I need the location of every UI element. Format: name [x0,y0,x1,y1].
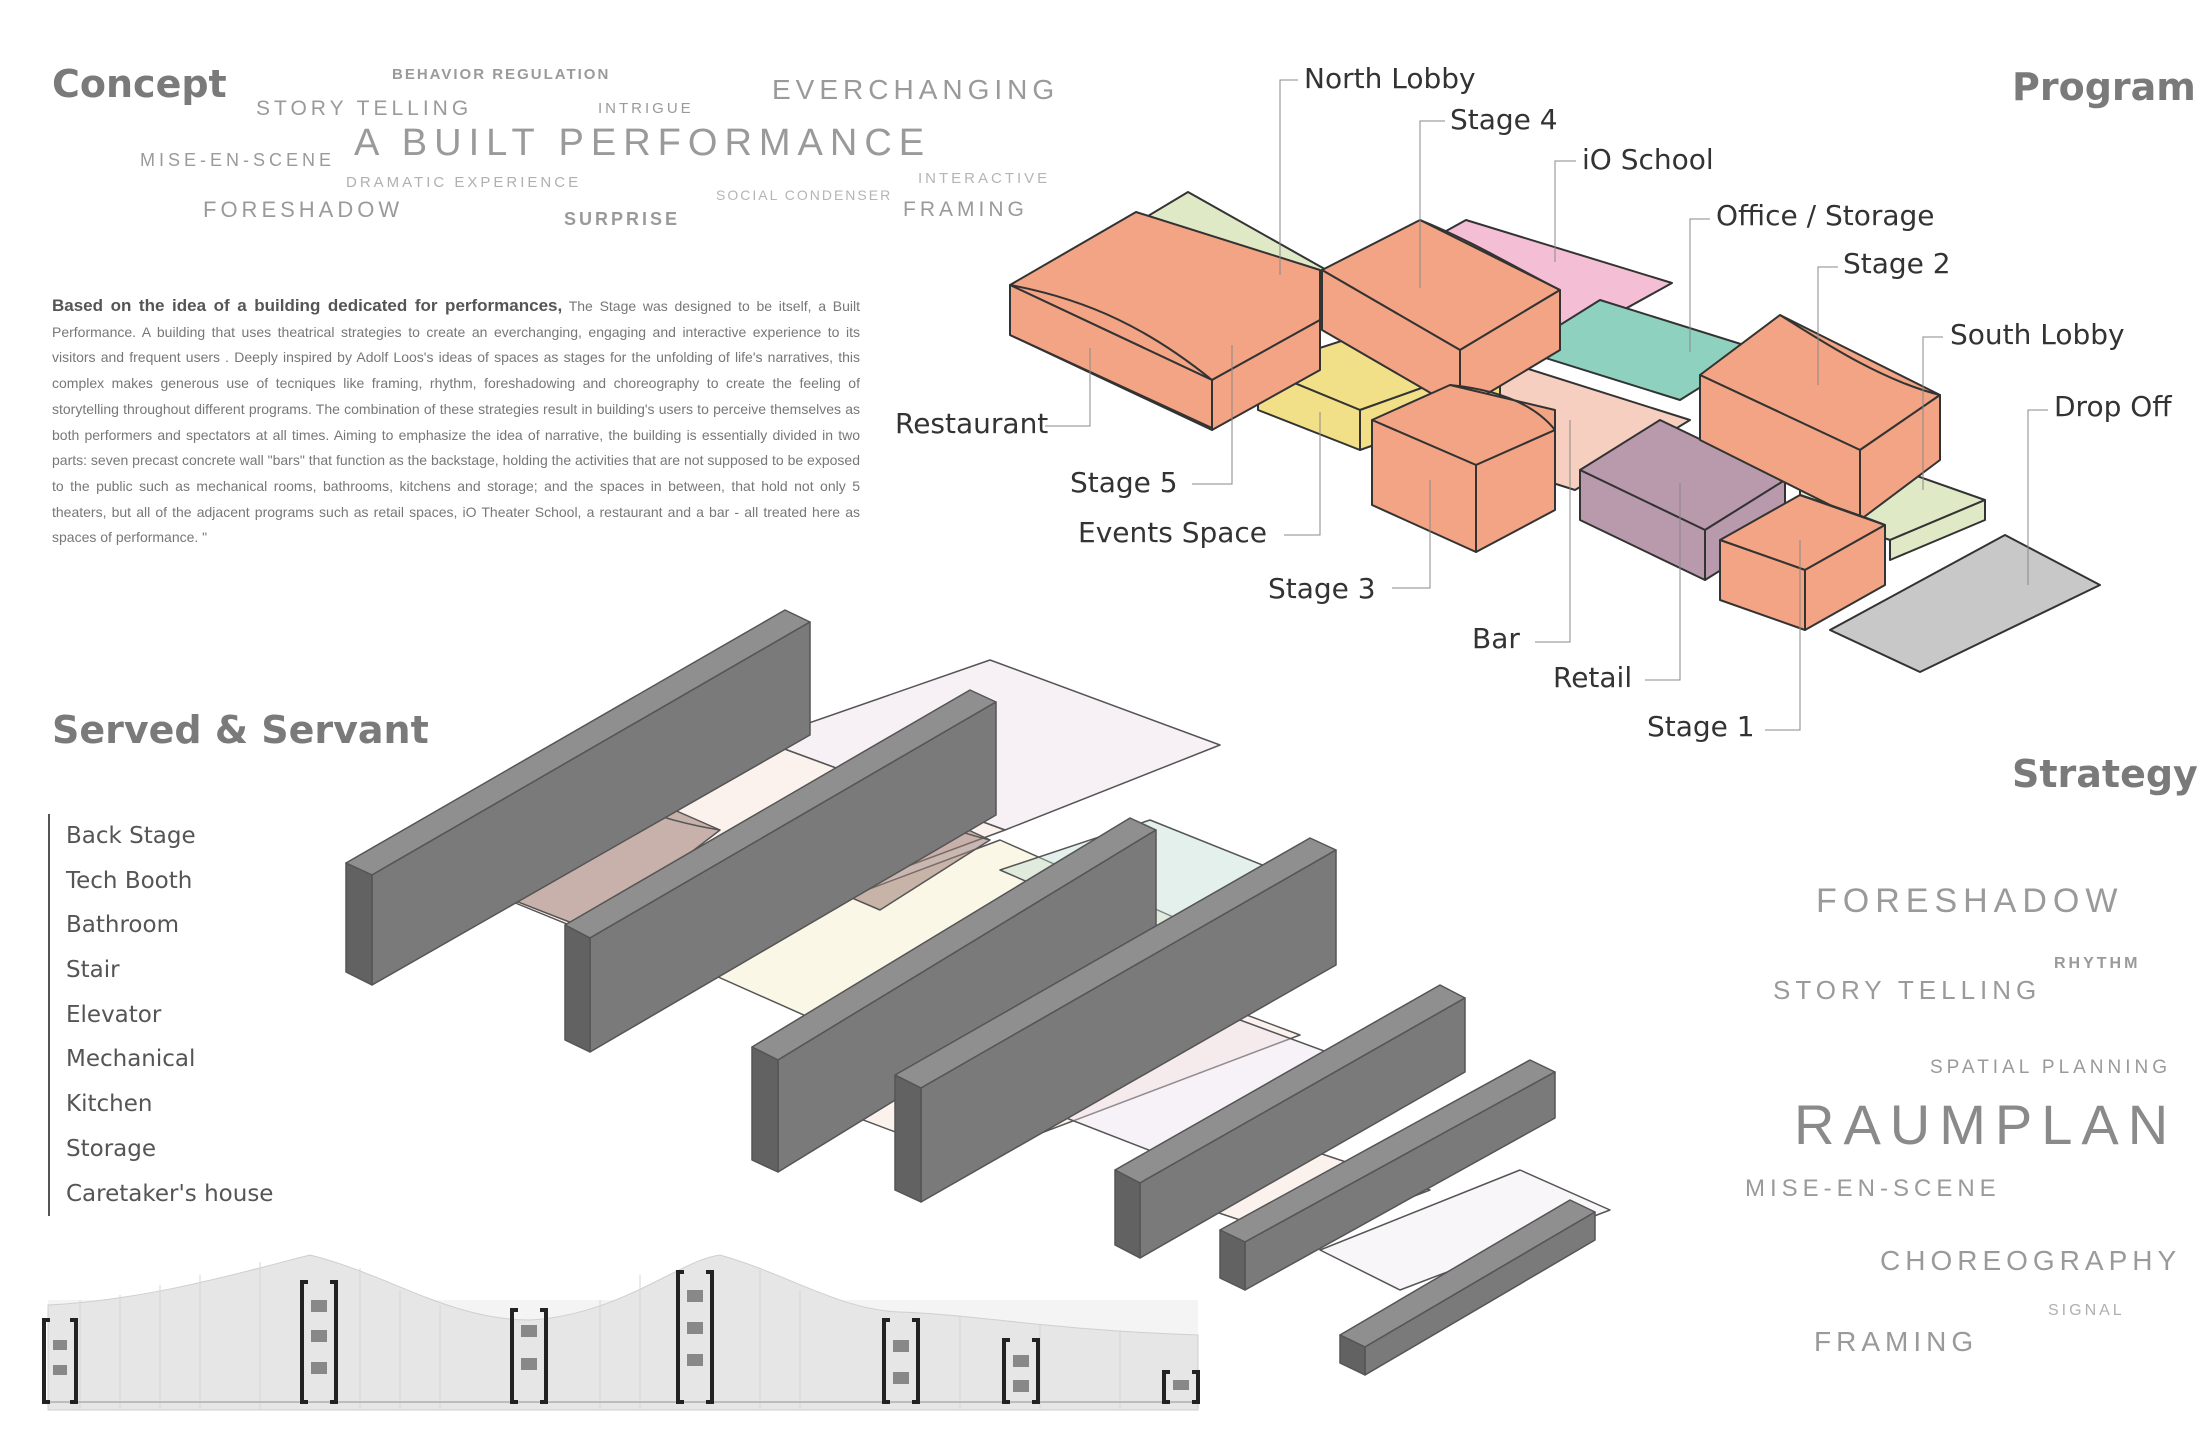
leader-retail [1645,483,1681,681]
word-mise-en-scene: MISE-EN-SCENE [140,150,336,170]
leader-io-school [1554,160,1576,262]
served-item-storage: Storage [66,1135,156,1162]
label-io-school: iO School [1582,143,1714,176]
concrete-bar-4 [894,837,1337,1203]
label-stage-4: Stage 4 [1450,103,1558,136]
label-restaurant: Restaurant [895,407,1049,440]
leader-bar [1535,420,1571,643]
program-heading: Program [2012,65,2196,109]
label-stage-2: Stage 2 [1843,247,1951,280]
concept-description: Based on the idea of a building dedicate… [52,293,860,551]
word-behavior-regulation: BEHAVIOR REGULATION [392,66,611,83]
word-framing: FRAMING [903,198,1028,221]
leader-drop-off [2027,409,2048,585]
strategy-word-framing: FRAMING [1814,1326,1979,1357]
label-events-space: Events Space [1078,516,1268,549]
strategy-word-rhythm: RHYTHM [2054,955,2141,972]
label-south-lobby: South Lobby [1950,318,2125,351]
word-everchanging: EVERCHANGING [772,74,1060,105]
stage-3-side [1475,429,1556,553]
strategy-word-choreography: CHOREOGRAPHY [1880,1245,2182,1276]
label-drop-off: Drop Off [2054,390,2172,423]
strategy-word-signal: SIGNAL [2048,1302,2125,1319]
concept-description-lead: Based on the idea of a building dedicate… [52,296,563,315]
concrete-bar-6 [1219,1059,1556,1291]
label-north-lobby: North Lobby [1304,62,1476,95]
label-stage-1: Stage 1 [1647,710,1755,743]
restaurant-front [1009,284,1213,429]
strategy-word-foreshadow: FORESHADOW [1816,882,2124,920]
concrete-bar-1 [345,609,811,986]
served-item-kitchen: Kitchen [66,1091,153,1118]
label-stage-5: Stage 5 [1070,466,1178,499]
stage-1-side [1804,524,1886,631]
label-bar: Bar [1472,622,1520,655]
served-item-mechanical: Mechanical [66,1046,196,1073]
served-item-stair: Stair [66,957,120,984]
strategy-word-story-telling: STORY TELLING [1773,975,2042,1005]
leader-stage-5 [1192,345,1233,485]
word-built-performance: A BUILT PERFORMANCE [354,122,932,164]
word-story-telling: STORY TELLING [256,97,473,120]
stage-5-curve [1009,284,1213,381]
between-space-8 [1319,1169,1611,1291]
label-stage-3: Stage 3 [1268,572,1376,605]
leader-north-lobby [1279,79,1298,275]
south-lobby-front [1889,499,1986,561]
stage-4-curve [1419,219,1561,291]
concept-heading: Concept [52,62,227,106]
served-item-back-stage: Back Stage [66,823,196,849]
stage-2-side [1859,394,1941,521]
served-item-bathroom: Bathroom [66,912,179,939]
leader-south-lobby [1922,336,1943,490]
served-item-tech-booth: Tech Booth [66,867,193,894]
word-foreshadow: FORESHADOW [203,197,404,222]
strategy-word-spatial-planning: SPATIAL PLANNING [1930,1057,2172,1078]
strategy-word-raumplan: RAUMPLAN [1794,1093,2178,1156]
stage-1-curve [1799,494,1886,526]
label-retail: Retail [1553,661,1633,694]
leader-restaurant [1045,348,1091,427]
concrete-bar-5 [1114,984,1466,1259]
word-intrigue: INTRIGUE [598,100,694,117]
label-office-storage: Office / Storage [1716,199,1935,232]
served-list: Back Stage Tech Booth Bathroom Stair Ele… [48,814,274,1217]
drop-off-block [1829,534,2101,673]
concept-description-body: The Stage was designed to be itself, a B… [52,298,860,546]
served-servant-heading: Served & Servant [52,708,429,752]
word-interactive: INTERACTIVE [918,170,1051,187]
stage-3-curve [1449,384,1556,431]
concrete-bar-3 [751,817,1157,1173]
word-dramatic-experience: DRAMATIC EXPERIENCE [346,174,582,191]
concrete-bar-2 [564,689,997,1053]
leader-stage-2 [1817,266,1838,385]
word-social-condenser: SOCIAL CONDENSER [716,187,893,203]
concrete-bar-7 [1339,1199,1596,1376]
served-item-caretakers-house: Caretaker's house [66,1180,274,1207]
building-section [42,1254,1200,1411]
strategy-word-mise-en-scene: MISE-EN-SCENE [1745,1175,2001,1202]
stage-2-curve [1779,314,1941,396]
leader-stage-3 [1392,480,1431,589]
leader-stage-4 [1419,120,1445,288]
leader-stage-1 [1765,540,1801,731]
strategy-heading: Strategy [2012,752,2198,796]
leader-office-storage [1689,218,1710,352]
leader-events-space [1284,412,1321,536]
served-item-elevator: Elevator [66,1001,162,1028]
word-surprise: SURPRISE [564,209,681,229]
